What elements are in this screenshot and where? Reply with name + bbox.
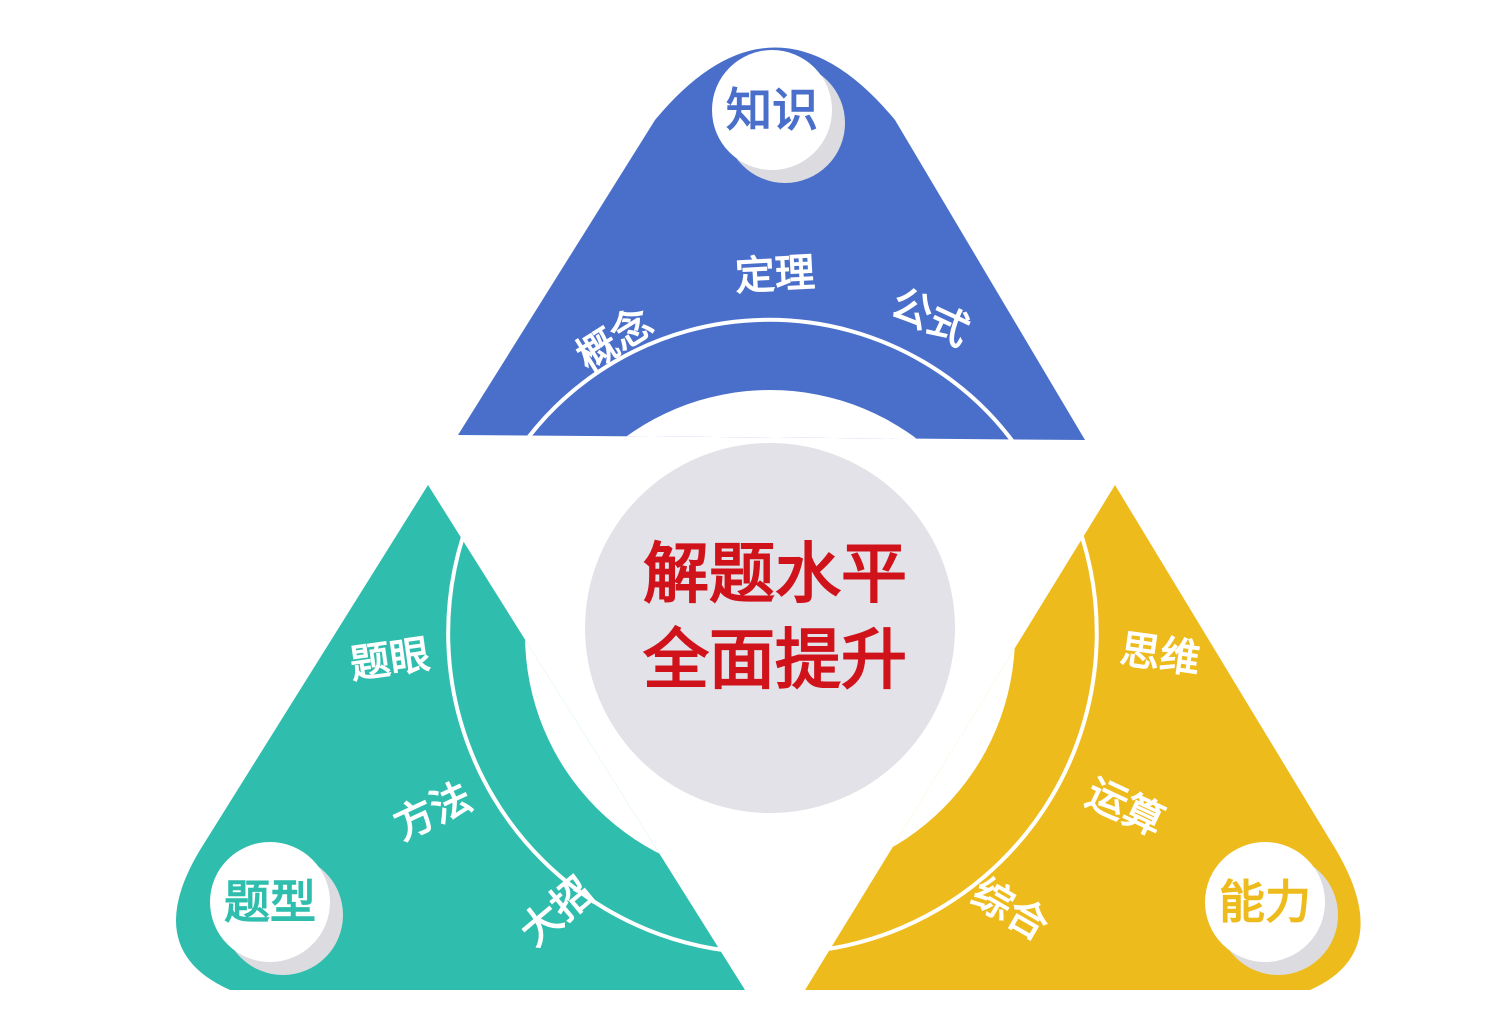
knowledge-badge: 知识 <box>712 50 845 183</box>
question-types-badge-circle <box>210 842 330 962</box>
ability-badge: 能力 <box>1205 842 1338 975</box>
question-types-arc <box>446 504 741 954</box>
knowledge-item-theorem: 定理 <box>734 250 816 300</box>
ability-badge-circle <box>1205 842 1325 962</box>
center-title-line1: 解题水平 <box>643 536 907 613</box>
knowledge-badge-circle <box>712 50 832 170</box>
question-types-badge-title: 题型 <box>224 875 316 929</box>
ability-arc <box>802 504 1099 954</box>
ability-badge-title: 能力 <box>1219 875 1311 929</box>
center-circle-fill <box>585 443 955 813</box>
ability-item-thinking: 思维 <box>1117 627 1203 684</box>
center-circle: 解题水平 全面提升 <box>585 443 955 813</box>
knowledge-badge-title: 知识 <box>726 83 818 137</box>
question-types-item-key-point: 题眼 <box>347 632 433 689</box>
knowledge-arc <box>511 317 1027 461</box>
question-types-badge: 题型 <box>210 842 343 975</box>
center-title-line2: 全面提升 <box>642 622 907 699</box>
